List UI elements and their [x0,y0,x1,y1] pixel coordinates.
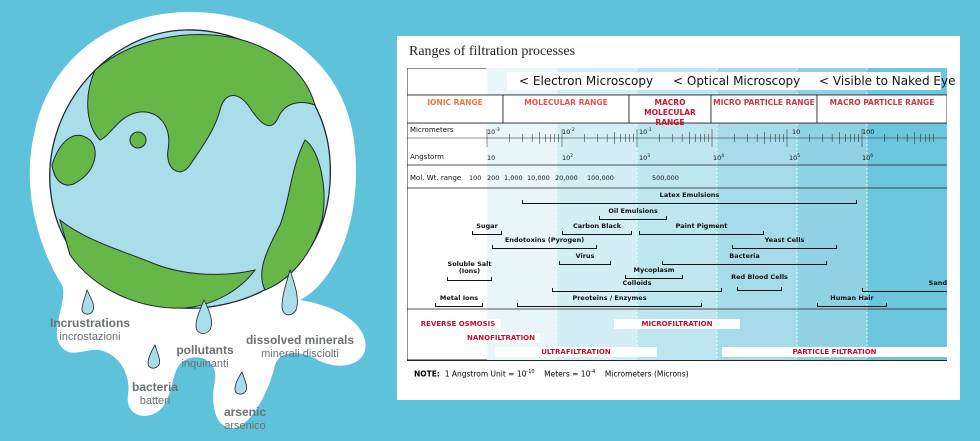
molwt-value: 20,000 [555,174,578,182]
ionic-range-label: IONIC RANGE [407,95,503,121]
micro-particle-range-label: MICRO PARTICLE RANGE [711,95,817,121]
angstrom-label: Angstorm [410,153,444,161]
note-meters: Meters = 10 [544,369,591,379]
note-label: NOTE: [414,369,440,379]
human-hair: Human Hair [817,295,887,309]
micrometer-tick: 10-3 [487,128,500,137]
range-label-text: MOLECULAR RANGE [524,98,608,107]
metal-ions: Metal Ions [435,295,483,309]
note-exp: -10 [526,369,535,375]
electron-microscopy-label: < Electron Microscopy [519,74,654,88]
note-exp: -4 [590,369,596,375]
continent-west [51,134,96,186]
continent-north [87,34,316,173]
drop-subtitle: incrostazioni [59,331,121,343]
earth-drops-graphic [29,12,366,429]
drop-label-dissolved-minerals: dissolved minerals minerali disciolti [240,333,360,361]
drop-title: bacteria [131,380,179,394]
reverse-osmosis: REVERSE OSMOSIS [415,319,501,329]
visible-naked-eye-label: < Visible to Naked Eye [819,74,956,88]
note-angstrom: 1 Angstrom Unit = 10 [444,369,527,379]
drop-subtitle: minerali disciolti [261,348,339,360]
soluble-salt: Soluble Salt (Ions) [447,261,492,283]
molwt-value: 10,000 [527,174,550,182]
angstrom-tick: 106 [862,154,874,163]
drop-title: pollutants [176,343,234,357]
latex-emulsions: Latex Emulsions [522,192,857,206]
micrometer-tick: 10-2 [562,128,575,137]
endotoxins: Endotoxins (Pyrogen) [492,237,597,251]
drop-subtitle: batteri [139,395,171,407]
mol-wt-label: Mol. Wt. range [410,174,462,182]
sugar: Sugar [472,223,502,237]
ultrafiltration: ULTRAFILTRATION [495,347,657,357]
filtration-chart-card: Ranges of filtration processes [397,36,960,400]
yeast-cells: Yeast Cells [732,237,837,251]
oil-emulsions: Oil Emulsions [599,208,667,222]
molwt-value: 1,000 [504,174,523,182]
macro-molecular-range-label: MACRO MOLECULAR RANGE [629,95,711,127]
angstrom-tick: 10 [487,154,496,162]
molecular-range-label: MOLECULAR RANGE [503,95,629,121]
optical-microscopy-label: < Optical Microscopy [673,74,801,88]
drop-title: Incrustrations [49,316,130,330]
particle-filtration: PARTICLE FILTRATION [722,347,947,357]
colloids: Colloids [552,280,722,294]
micrometers-label: Micrometers [410,126,454,134]
chart-title: Ranges of filtration processes [409,44,576,59]
drop-label-incrustrations: Incrustrations incrostazioni [45,316,135,344]
filtration-table: < Electron Microscopy < Optical Microsco… [407,68,955,383]
note-footer: NOTE: 1 Angstrom Unit = 10-10 Meters = 1… [407,360,947,382]
continent-south [59,218,257,309]
drop-subtitle: inquinanti [181,358,229,370]
virus: Virus [559,253,611,267]
angstrom-tick: 103 [639,154,651,163]
range-label-text: MACRO MOLECULAR RANGE [644,98,696,127]
micrometer-tick: 10-1 [639,128,652,137]
molwt-value: 500,000 [652,174,679,182]
nanofiltration: NANOFILTRATION [462,333,540,343]
paint-pigment: Paint Pigment [639,223,764,237]
range-label-text: MACRO PARTICLE RANGE [829,98,935,107]
drop-label-pollutants: pollutants inquinanti [170,343,240,371]
sand: Sand [862,280,947,294]
range-label-text: IONIC RANGE [427,98,483,107]
proteins-enzymes: Preoteins / Enzymes [517,295,702,309]
carbon-black: Carbon Black [562,223,632,237]
range-label-text: MICRO PARTICLE RANGE [713,98,815,107]
angstrom-tick: 105 [789,154,801,163]
angstrom-tick: 102 [562,154,574,163]
red-blood-cells: Red Blood Cells [731,274,788,292]
note-micrometers: Micrometers (Microns) [604,369,689,379]
molwt-value: 200 [487,174,500,182]
molwt-value: 100 [469,174,482,182]
bacteria: Bacteria [662,253,827,267]
micrometer-tick: 10 [792,128,801,136]
macro-particle-range-label: MACRO PARTICLE RANGE [817,95,947,121]
table-background [407,68,947,360]
drop-title: dissolved minerals [245,333,355,347]
drop-label-arsenic: arsenic arsenico [215,405,275,433]
drop-title: arsenic [223,405,267,419]
mycoplasm: Mycoplasm [625,267,683,281]
micrometer-tick: 100 [862,128,875,136]
drop-subtitle: arsenico [224,420,266,432]
microfiltration: MICROFILTRATION [614,319,740,329]
drop-label-bacteria: bacteria batteri [125,380,185,408]
angstrom-tick: 104 [713,154,725,163]
molwt-value: 100,000 [587,174,614,182]
continent-east [261,139,325,291]
earth-illustration: Incrustrations incrostazioni pollutants … [0,0,380,436]
